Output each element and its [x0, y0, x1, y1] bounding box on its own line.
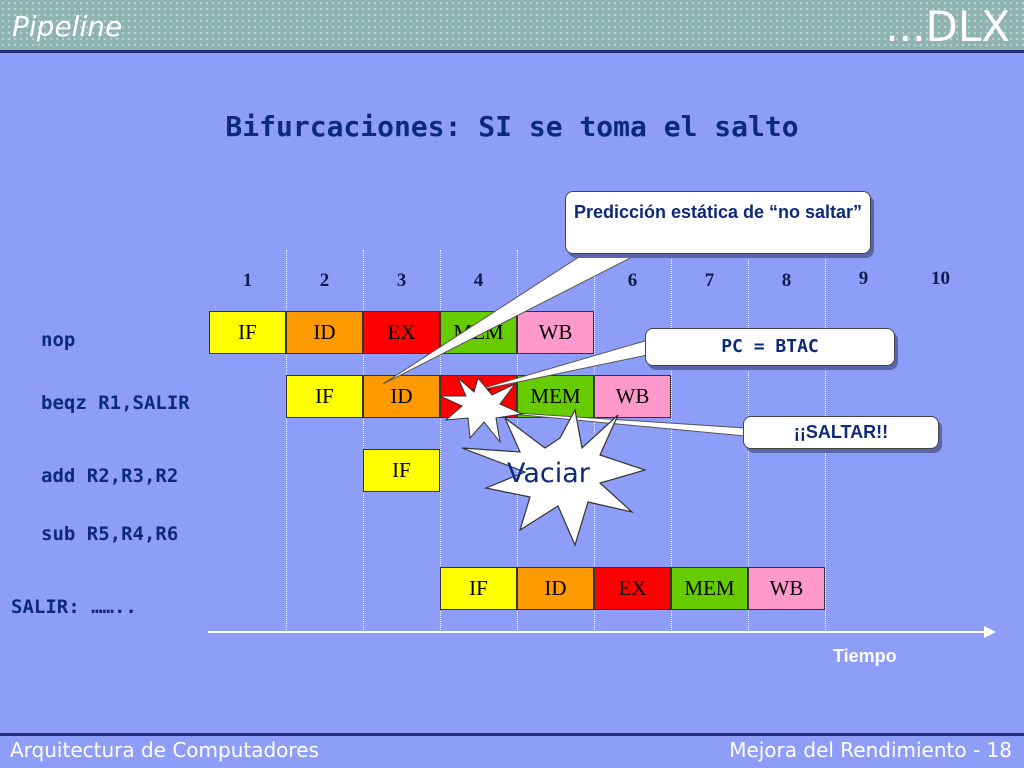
- column-number: 6: [627, 270, 638, 291]
- stage-if: IF: [363, 449, 440, 492]
- grid-line: [671, 250, 672, 632]
- stage-mem: MEM: [671, 567, 748, 610]
- slide-title: Bifurcaciones: SI se toma el salto: [225, 110, 799, 143]
- stage-mem: MEM: [517, 375, 594, 418]
- instruction-add: add R2,R3,R2: [41, 465, 179, 487]
- stage-ex: EX: [363, 311, 440, 354]
- column-number: 3: [396, 270, 407, 291]
- time-axis-arrowhead: [984, 626, 996, 638]
- instruction-salir: SALIR: ……..: [11, 596, 137, 618]
- pc-btac-callout-tail: [469, 339, 664, 393]
- column-number: 10: [931, 268, 950, 289]
- stage-wb: WB: [748, 567, 825, 610]
- pc-btac-callout-text: PC = BTAC: [721, 336, 819, 357]
- instruction-nop: nop: [41, 329, 76, 351]
- vaciar-label: Vaciar: [507, 458, 590, 489]
- stage-id: ID: [517, 567, 594, 610]
- pc-btac-callout: PC = BTAC: [645, 328, 895, 366]
- saltar-callout-text: ¡¡SALTAR!!: [793, 422, 889, 442]
- vaciar-burst-shape: [461, 408, 648, 547]
- stage-id: ID: [286, 311, 363, 354]
- column-number: 2: [319, 270, 330, 291]
- column-number: 1: [242, 270, 253, 291]
- prediction-callout: Predicción estática de “no saltar”: [565, 191, 871, 254]
- grid-line: [286, 250, 287, 632]
- grid-line: [363, 250, 364, 632]
- stage-if: IF: [209, 311, 286, 354]
- header-bar: [0, 0, 1024, 53]
- instruction-beqz: beqz R1,SALIR: [41, 392, 190, 414]
- header-subtitle: ...DLX: [885, 2, 1010, 51]
- column-number: 4: [473, 270, 484, 291]
- column-number: 9: [858, 268, 869, 289]
- footer-course: Arquitectura de Computadores: [10, 738, 319, 762]
- ex-burst-shape: [439, 376, 524, 444]
- footer-divider: [0, 733, 1024, 736]
- stage-wb: WB: [517, 311, 594, 354]
- stage-if: IF: [286, 375, 363, 418]
- column-number: 7: [704, 270, 715, 291]
- prediction-callout-text: Predicción estática de “no saltar”: [573, 202, 863, 222]
- stage-ex: EX: [594, 567, 671, 610]
- footer-page: Mejora del Rendimiento - 18: [729, 738, 1012, 762]
- instruction-sub: sub R5,R4,R6: [41, 523, 179, 545]
- header-title: Pipeline: [12, 10, 123, 43]
- saltar-callout: ¡¡SALTAR!!: [743, 416, 939, 449]
- stage-id: ID: [363, 375, 440, 418]
- column-number: 8: [781, 270, 792, 291]
- time-axis-label: Tiempo: [833, 646, 897, 666]
- stage-if: IF: [440, 567, 517, 610]
- stage-wb: WB: [594, 375, 671, 418]
- grid-line: [440, 250, 441, 632]
